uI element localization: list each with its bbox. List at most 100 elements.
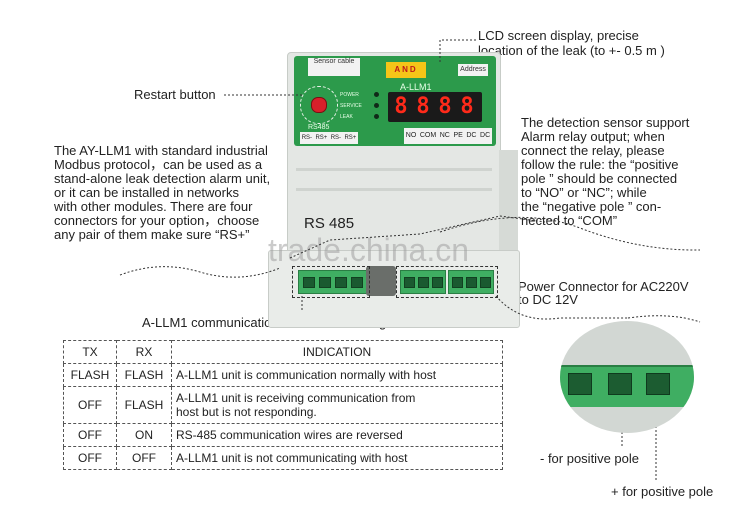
led-labels: POWER SERVICE LEAK bbox=[340, 90, 362, 123]
warning-letter: A bbox=[394, 65, 403, 74]
cell-indication: A-LLM1 unit is not communicating with ho… bbox=[171, 446, 503, 470]
cell-tx: OFF bbox=[63, 423, 117, 447]
terminal-screw bbox=[351, 277, 363, 288]
right-desc-line: follow the rule: the “positive bbox=[521, 157, 679, 172]
terminal-screw bbox=[418, 277, 429, 288]
table-header-row: TX RX INDICATION bbox=[63, 340, 503, 364]
terminal-screw bbox=[404, 277, 415, 288]
housing-groove bbox=[296, 168, 492, 171]
right-description: The detection sensor support Alarm relay… bbox=[521, 116, 731, 228]
col-header-tx: TX bbox=[63, 340, 117, 364]
zoom-terminal-screw bbox=[568, 373, 592, 395]
col-header-indication: INDICATION bbox=[171, 340, 503, 364]
right-desc-line: to “NO” or “NC”; while bbox=[521, 185, 647, 200]
status-indicator-table: TX RX INDICATION FLASH FLASH A-LLM1 unit… bbox=[63, 340, 503, 470]
left-description: The AY-LLM1 with standard industrial Mod… bbox=[54, 144, 289, 242]
led-label-leak: LEAK bbox=[340, 114, 353, 120]
minus-pole-label: - for positive pole bbox=[540, 451, 639, 466]
housing-groove bbox=[296, 188, 492, 191]
lcd-callout-line2: location of the leak (to +- 0.5 m ) bbox=[478, 43, 665, 58]
terminal-screw bbox=[335, 277, 347, 288]
power-term-label: PE bbox=[453, 132, 463, 139]
indication-text: A-LLM1 unit is not communicating with ho… bbox=[176, 451, 408, 465]
cell-rx: ON bbox=[116, 423, 172, 447]
cell-rx: FLASH bbox=[116, 386, 172, 424]
terminal-screw bbox=[466, 277, 477, 288]
cell-indication: A-LLM1 unit is communication normally wi… bbox=[171, 363, 503, 387]
device-side bbox=[499, 150, 518, 260]
rs485-highlight-box bbox=[292, 266, 370, 298]
zoom-terminal-screw bbox=[646, 373, 670, 395]
warning-letter: N bbox=[402, 65, 410, 74]
col-header-rx: RX bbox=[116, 340, 172, 364]
terminal-screw bbox=[452, 277, 463, 288]
led-label-power: POWER bbox=[340, 92, 359, 98]
rs485-leader-line bbox=[289, 215, 546, 259]
cell-indication: A-LLM1 unit is receiving communication f… bbox=[171, 386, 503, 424]
right-desc-line: The detection sensor support bbox=[521, 115, 690, 130]
power-term-label: DC bbox=[466, 132, 477, 139]
rs-term-label: RS- bbox=[301, 135, 313, 141]
cell-rx: FLASH bbox=[116, 363, 172, 387]
relay-term-label: NO bbox=[405, 132, 417, 139]
rs485-pcb-label: RS485 bbox=[308, 124, 330, 131]
warning-label: AND bbox=[386, 62, 426, 78]
plus-pole-label: + for positive pole bbox=[611, 484, 714, 499]
power-term-label: DC bbox=[480, 132, 491, 139]
terminal-screw bbox=[480, 277, 491, 288]
service-led bbox=[374, 103, 379, 108]
terminal-screw bbox=[432, 277, 443, 288]
connector-zoom-view bbox=[560, 321, 694, 433]
restart-button-ring bbox=[300, 86, 338, 124]
relay-term-label: COM bbox=[419, 132, 437, 139]
right-desc-line: pole ” should be connected bbox=[521, 171, 678, 186]
rs-terminal-labels: RS- RS+ RS- RS+ bbox=[300, 132, 358, 144]
right-wave-line bbox=[439, 216, 701, 251]
sensor-connector bbox=[366, 266, 396, 296]
warning-letter: D bbox=[409, 65, 418, 74]
zoom-terminal-screw bbox=[608, 373, 632, 395]
right-desc-line: Alarm relay output; when bbox=[521, 129, 665, 144]
left-desc-line: or it can be installed in networks bbox=[54, 185, 239, 200]
relay-power-labels: NO COM NC PE DC DC bbox=[404, 128, 492, 144]
table-row: OFF ON RS-485 communication wires are re… bbox=[63, 423, 503, 447]
table-row: FLASH FLASH A-LLM1 unit is communication… bbox=[63, 363, 503, 387]
indication-text: A-LLM1 unit is receiving communication f… bbox=[176, 391, 416, 405]
rs-term-label: RS+ bbox=[315, 135, 328, 141]
display-digit: 8 bbox=[460, 94, 474, 119]
left-desc-line: any pair of them make sure “RS+” bbox=[54, 227, 250, 242]
lcd-callout-line1: LCD screen display, precise bbox=[478, 28, 639, 43]
indication-text: RS-485 communication wires are reversed bbox=[176, 428, 403, 442]
indication-text: A-LLM1 unit is communication normally wi… bbox=[176, 368, 437, 382]
led-display bbox=[388, 92, 482, 122]
left-desc-line: connectors for your option，choose bbox=[54, 213, 260, 228]
display-digit: 8 bbox=[416, 94, 430, 119]
restart-button[interactable] bbox=[311, 97, 327, 113]
table-row: OFF OFF A-LLM1 unit is not communicating… bbox=[63, 446, 503, 470]
display-digit: 8 bbox=[438, 94, 452, 119]
relay-term-label: NC bbox=[439, 132, 450, 139]
relay-power-highlight-box bbox=[396, 266, 498, 298]
restart-callout: Restart button bbox=[134, 87, 216, 102]
cell-rx: OFF bbox=[116, 446, 172, 470]
power-callout-line2: to DC 12V bbox=[518, 292, 578, 307]
pcb-header-label: Sensor cable bbox=[308, 58, 360, 76]
power-leader-line bbox=[495, 295, 628, 320]
terminal-screw bbox=[319, 277, 331, 288]
left-desc-line: Modbus protocol，can be used as a bbox=[54, 157, 263, 172]
rs-term-label: RS- bbox=[330, 135, 342, 141]
watermark: trade.china.cn bbox=[268, 232, 470, 268]
cell-indication: RS-485 communication wires are reversed bbox=[171, 423, 503, 447]
power-led bbox=[374, 92, 379, 97]
left-wave-line bbox=[119, 266, 281, 278]
terminal-screw bbox=[303, 277, 315, 288]
table-row: OFF FLASH A-LLM1 unit is receiving commu… bbox=[63, 386, 503, 424]
display-digit: 8 bbox=[394, 94, 408, 119]
address-label: Address bbox=[458, 64, 488, 76]
left-desc-line: stand-alone leak detection alarm unit, bbox=[54, 171, 271, 186]
left-desc-line: with other modules. There are four bbox=[54, 199, 253, 214]
leak-led bbox=[374, 114, 379, 119]
cell-tx: OFF bbox=[63, 446, 117, 470]
right-desc-line: connect the relay, please bbox=[521, 143, 665, 158]
cell-tx: OFF bbox=[63, 386, 117, 424]
